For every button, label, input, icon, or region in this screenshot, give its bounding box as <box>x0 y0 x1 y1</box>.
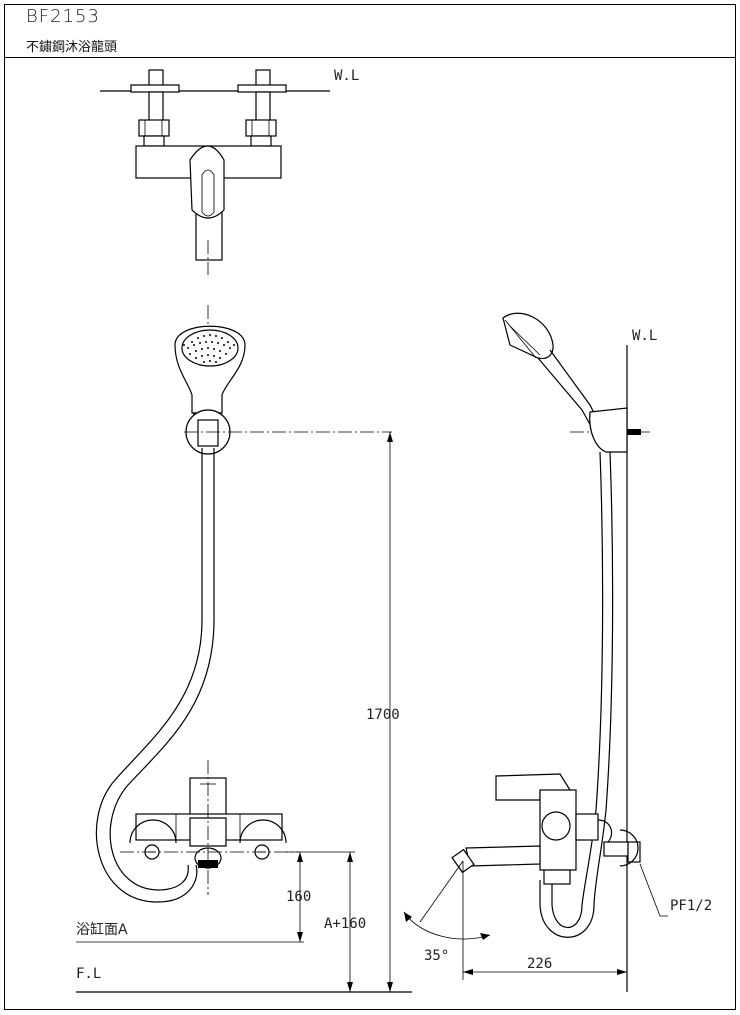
product-name: 不鏽鋼沐浴龍頭 <box>26 40 118 55</box>
title-divider <box>4 57 736 58</box>
hose-inner <box>109 448 215 891</box>
label-floor-line: F.L <box>76 966 101 982</box>
right-inlet-top <box>237 69 287 147</box>
handle-top <box>189 145 225 219</box>
mixer-side <box>451 773 641 885</box>
label-wall-line-side: W.L <box>632 328 657 344</box>
label-wall-line-top: W.L <box>334 68 359 84</box>
dim-226: 226 <box>527 956 552 972</box>
sheet-border <box>4 4 736 1010</box>
label-bath-rim: 浴缸面A <box>76 921 128 938</box>
top-view: W.L <box>100 68 359 275</box>
wall-bracket-side <box>589 407 628 453</box>
dim-160: 160 <box>286 889 311 905</box>
left-inlet-top <box>130 69 180 147</box>
side-view: W.L <box>403 312 712 992</box>
front-view: 1700 160 A+160 浴缸面A F.L <box>76 305 412 993</box>
hose-side-outer <box>581 451 604 906</box>
dim-1700: 1700 <box>366 707 400 723</box>
shower-head-front <box>174 325 246 420</box>
bracket-screw <box>627 429 641 435</box>
label-thread-spec: PF1/2 <box>670 898 712 914</box>
model-number: BF2153 <box>26 6 100 27</box>
angle-arc <box>403 911 491 940</box>
hose-loop <box>551 880 583 929</box>
dim-35-deg: 35° <box>424 948 449 964</box>
hose-outer <box>95 448 203 903</box>
dim-a-plus-160: A+160 <box>324 916 366 932</box>
shower-head-side <box>502 312 601 429</box>
